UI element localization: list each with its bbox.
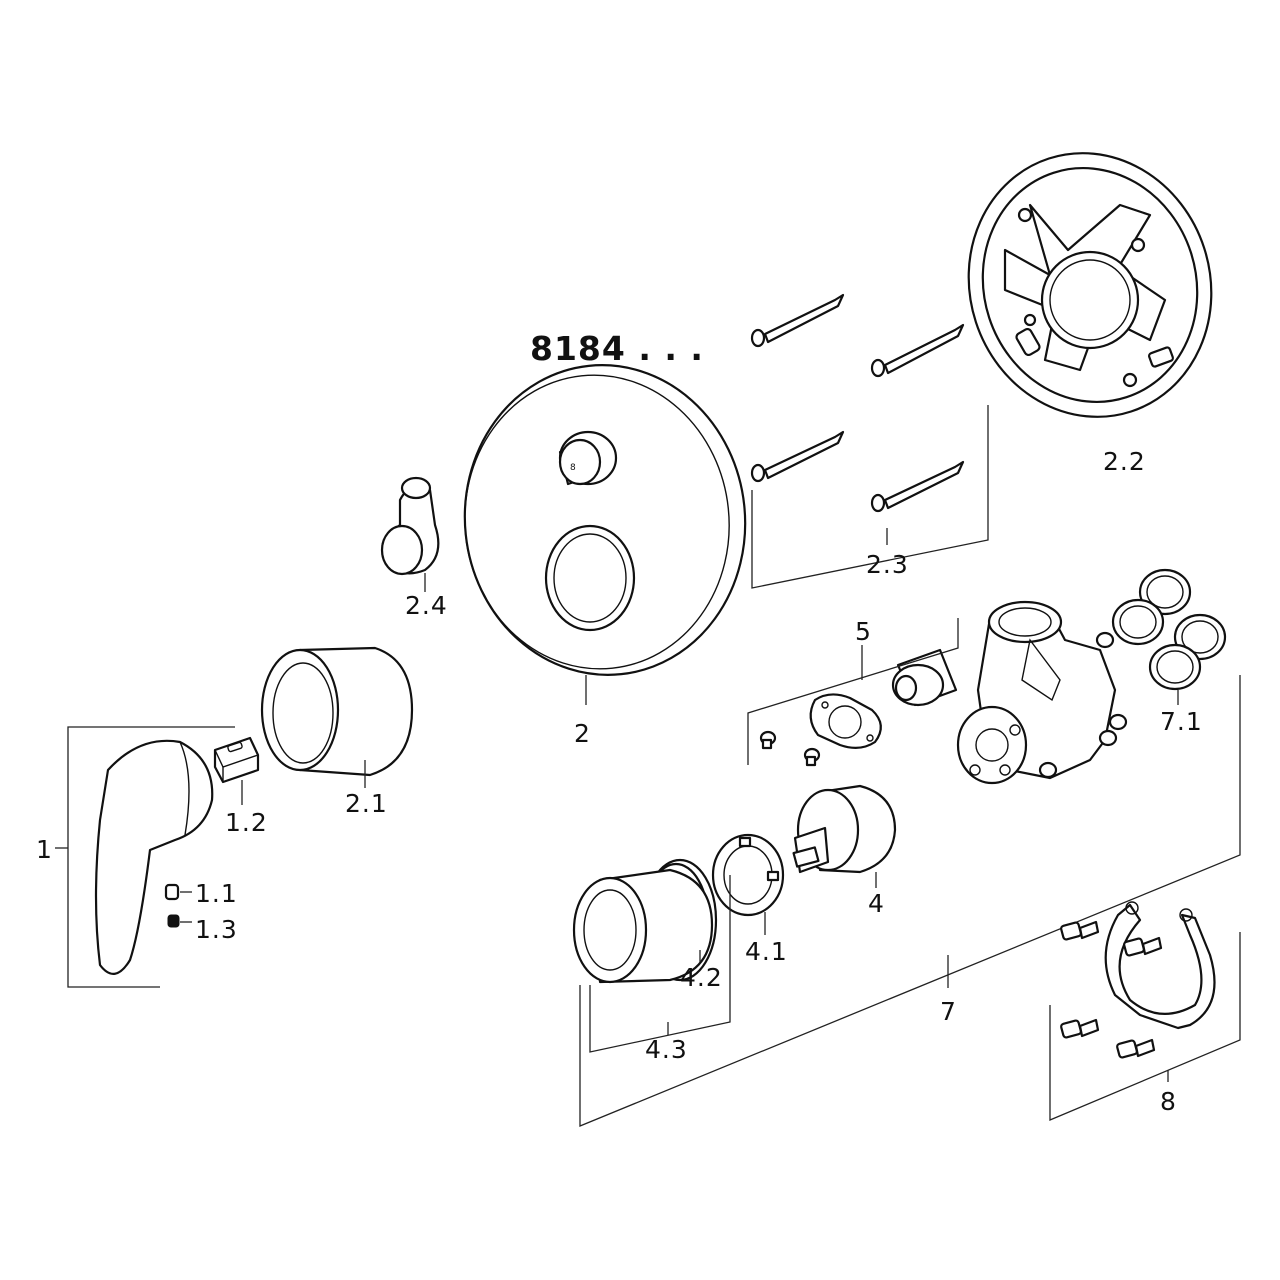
small-screws-part bbox=[759, 730, 821, 767]
label-1-3: 1.3 bbox=[195, 915, 238, 944]
label-8: 8 bbox=[1160, 1087, 1177, 1116]
valve-body-part bbox=[956, 600, 1128, 785]
screws-part bbox=[750, 293, 965, 513]
retaining-ring-part bbox=[711, 833, 785, 917]
label-1: 1 bbox=[36, 835, 53, 864]
label-1-2: 1.2 bbox=[225, 808, 268, 837]
label-2-2: 2.2 bbox=[1103, 447, 1146, 476]
label-4-3: 4.3 bbox=[645, 1035, 688, 1064]
label-7: 7 bbox=[940, 997, 957, 1026]
diverter-cartridge-part bbox=[891, 648, 958, 707]
adapter-block-part bbox=[213, 736, 260, 784]
lever-handle-part bbox=[94, 739, 214, 975]
label-2-1: 2.1 bbox=[345, 789, 388, 818]
label-1-1: 1.1 bbox=[195, 879, 238, 908]
label-4-1: 4.1 bbox=[745, 937, 788, 966]
set-screw-part bbox=[167, 914, 192, 928]
mounting-ring-part bbox=[967, 152, 1213, 418]
grub-screw-part bbox=[164, 883, 192, 901]
label-2-3: 2.3 bbox=[866, 550, 909, 579]
flange-gasket-part bbox=[809, 693, 882, 749]
label-2-4: 2.4 bbox=[405, 591, 448, 620]
sleeve-part bbox=[260, 646, 414, 777]
label-5: 5 bbox=[855, 617, 872, 646]
bracket-screws-part bbox=[1060, 920, 1163, 1059]
label-7-1: 7.1 bbox=[1160, 707, 1203, 736]
cover-plate-part: 8 bbox=[463, 364, 747, 676]
o-rings-part bbox=[1111, 568, 1227, 691]
escutcheon-sleeve-part bbox=[572, 868, 714, 984]
svg-text:8: 8 bbox=[570, 463, 576, 473]
label-4-2: 4.2 bbox=[680, 963, 723, 992]
model-number-title: 8184 . . . bbox=[530, 329, 704, 368]
label-4: 4 bbox=[868, 889, 885, 918]
label-2: 2 bbox=[574, 719, 591, 748]
clip-part bbox=[380, 476, 440, 576]
thermostatic-cartridge-part bbox=[792, 784, 897, 874]
mounting-bracket-part bbox=[1104, 901, 1216, 1030]
